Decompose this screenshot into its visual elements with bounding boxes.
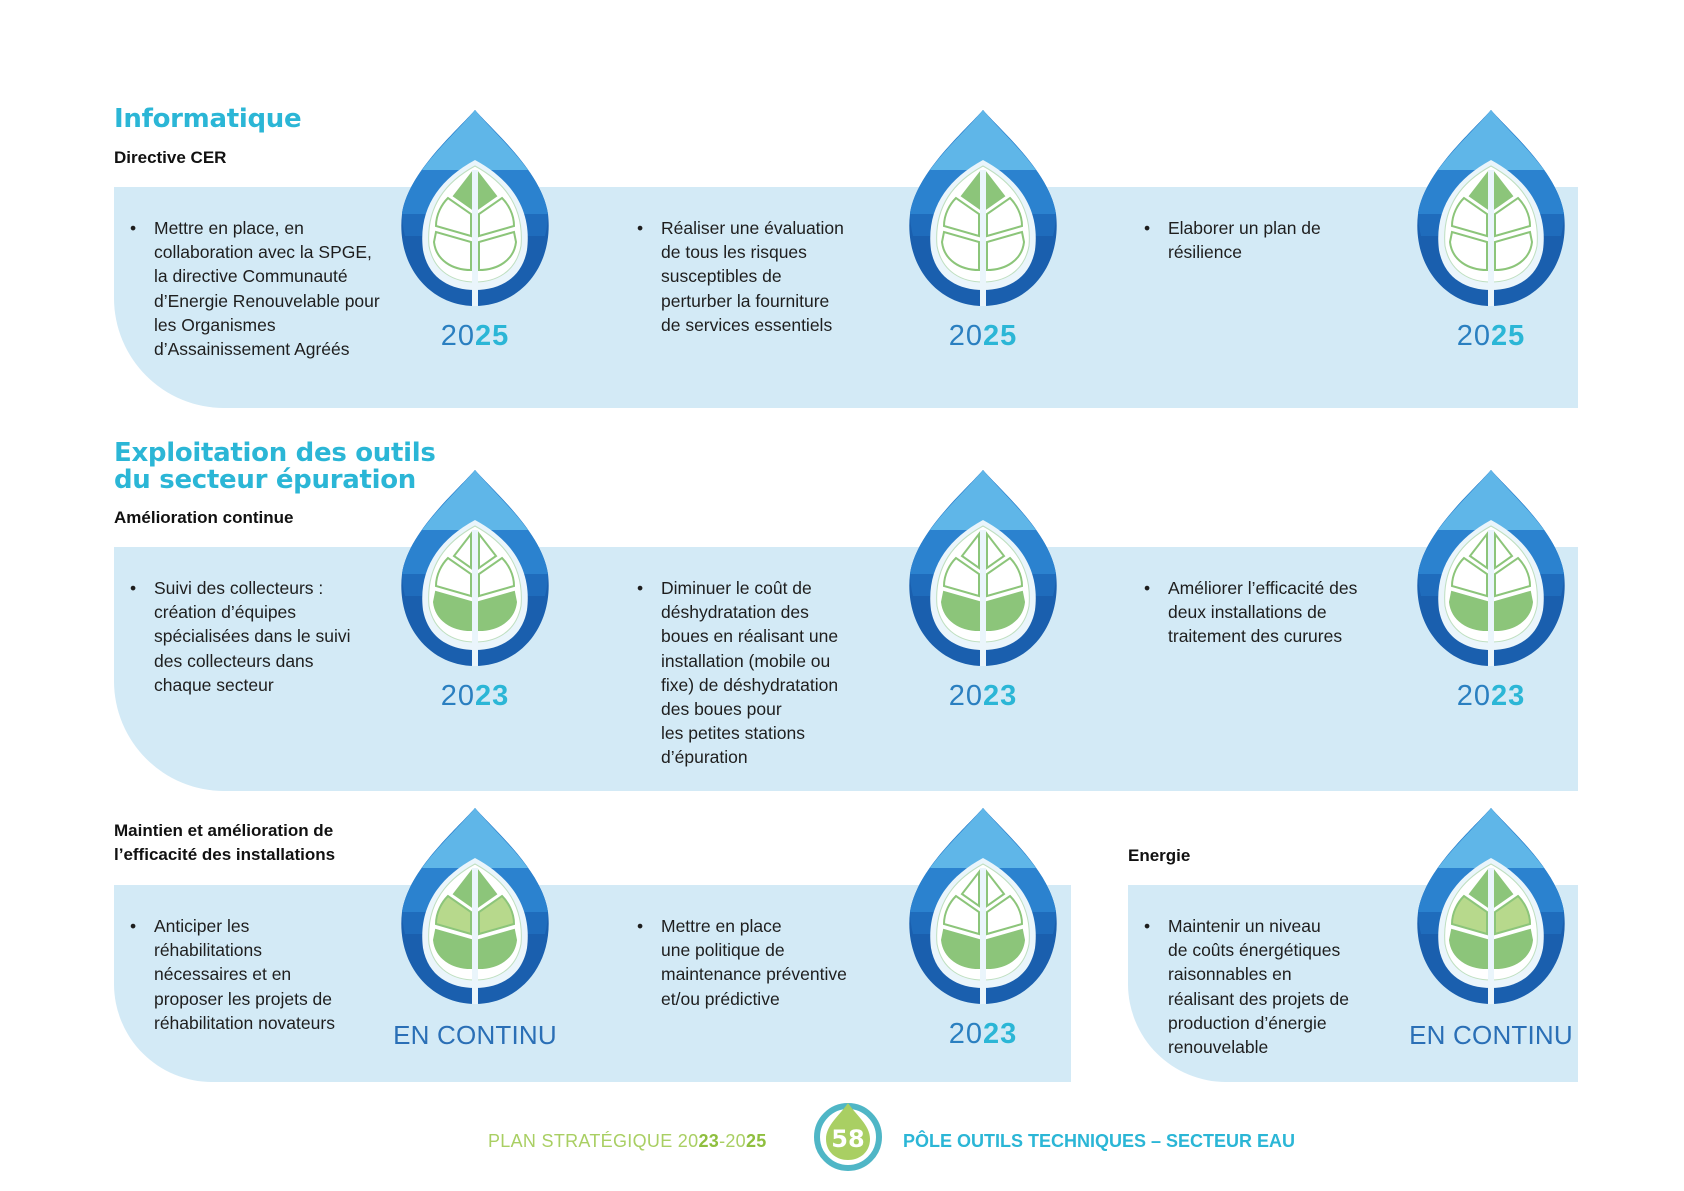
item-line: des collecteurs dans [154, 650, 314, 671]
water-drop-leaf-icon [392, 110, 558, 320]
section-title-exploitation: Exploitation des outils du secteur épura… [114, 438, 436, 495]
water-drop-leaf-icon [392, 808, 558, 1018]
item-line: Maintenir un niveau [1168, 916, 1321, 936]
water-drop-leaf-icon [1408, 808, 1574, 1018]
item-line: réhabilitations [154, 940, 262, 961]
year-label: 2023 [1456, 680, 1526, 712]
item-line: boues en réalisant une [661, 626, 839, 647]
subtitle-directive-cer: Directive CER [114, 148, 227, 167]
water-drop-leaf-icon [900, 110, 1066, 320]
item-line: de coûts énergétiques [1168, 940, 1341, 961]
item-line: proposer les projets de [154, 988, 333, 1009]
item-line: perturber la fourniture [661, 290, 830, 311]
year-label: 2025 [1456, 320, 1526, 352]
year-label: 2023 [948, 1018, 1018, 1050]
subtitle-maintien: Maintien et amélioration de l’efficacité… [114, 821, 336, 864]
water-drop-leaf-icon [1408, 110, 1574, 320]
list-item: •Suivi des collecteurs :création d’équip… [130, 576, 400, 697]
water-drop-leaf-icon [900, 470, 1066, 680]
item-line: de services essentiels [661, 314, 833, 335]
footer-plan-title: PLAN STRATÉGIQUE 2023-2025 [488, 1131, 767, 1151]
continuous-label: EN CONTINU [393, 1020, 557, 1050]
item-line: Diminuer le coût de [661, 578, 812, 598]
item-line: d’épuration [661, 747, 748, 768]
page-number: 58 [831, 1125, 864, 1153]
subtitle-energie: Energie [1128, 846, 1191, 865]
page-number-badge: 58 [814, 1103, 882, 1171]
year-label: 2023 [948, 680, 1018, 712]
item-line: d’Energie Renouvelable pour [154, 290, 380, 311]
water-drop-leaf-icon [392, 470, 558, 680]
item-line: une politique de [661, 940, 785, 961]
year-label: 2025 [440, 320, 510, 352]
year-label: 2023 [440, 680, 510, 712]
continuous-label: EN CONTINU [1409, 1020, 1573, 1050]
item-line: chaque secteur [154, 674, 274, 695]
item-line: la directive Communauté [154, 266, 348, 287]
item-line: renouvelable [1168, 1037, 1269, 1058]
section-title-informatique: Informatique [114, 104, 302, 134]
item-line: susceptibles de [661, 266, 782, 287]
item-line: et/ou prédictive [661, 988, 780, 1009]
item-line: des boues pour [661, 699, 782, 720]
item-line: de tous les risques [661, 242, 807, 263]
item-line: installation (mobile ou [661, 650, 831, 671]
item-line: Anticiper les [154, 916, 250, 936]
item-line: d’Assainissement Agréés [154, 339, 350, 360]
item-line: Améliorer l’efficacité des [1168, 578, 1358, 598]
water-drop-leaf-icon [1408, 470, 1574, 680]
band-informatique [114, 187, 1578, 408]
item-line: les Organismes [154, 314, 276, 335]
item-line: les petites stations [661, 723, 805, 744]
item-line: Mettre en place, en [154, 218, 304, 238]
water-drop-leaf-icon [900, 808, 1066, 1018]
item-line: déshydratation des [661, 602, 809, 623]
subtitle-amelioration-continue: Amélioration continue [114, 508, 294, 527]
item-line: nécessaires et en [154, 964, 292, 985]
band-exploitation [114, 547, 1578, 791]
item-line: collaboration avec la SPGE, [154, 242, 372, 263]
year-label: 2025 [948, 320, 1018, 352]
item-line: Suivi des collecteurs : [154, 578, 324, 598]
item-line: traitement des curures [1168, 626, 1343, 647]
item-line: création d’équipes [154, 602, 297, 623]
item-line: Elaborer un plan de [1168, 218, 1321, 238]
item-line: production d’énergie [1168, 1012, 1327, 1033]
item-line: maintenance préventive [661, 964, 847, 985]
item-line: raisonnables en [1168, 964, 1292, 985]
footer-department: PÔLE OUTILS TECHNIQUES – SECTEUR EAU [903, 1131, 1296, 1151]
item-line: résilience [1168, 242, 1242, 263]
item-line: réhabilitation novateurs [154, 1012, 335, 1033]
item-line: Mettre en place [661, 916, 782, 936]
item-line: deux installations de [1168, 602, 1327, 623]
item-line: réalisant des projets de [1168, 988, 1349, 1009]
item-line: spécialisées dans le suivi [154, 626, 351, 647]
item-line: fixe) de déshydratation [661, 674, 839, 695]
item-line: Réaliser une évaluation [661, 218, 844, 238]
